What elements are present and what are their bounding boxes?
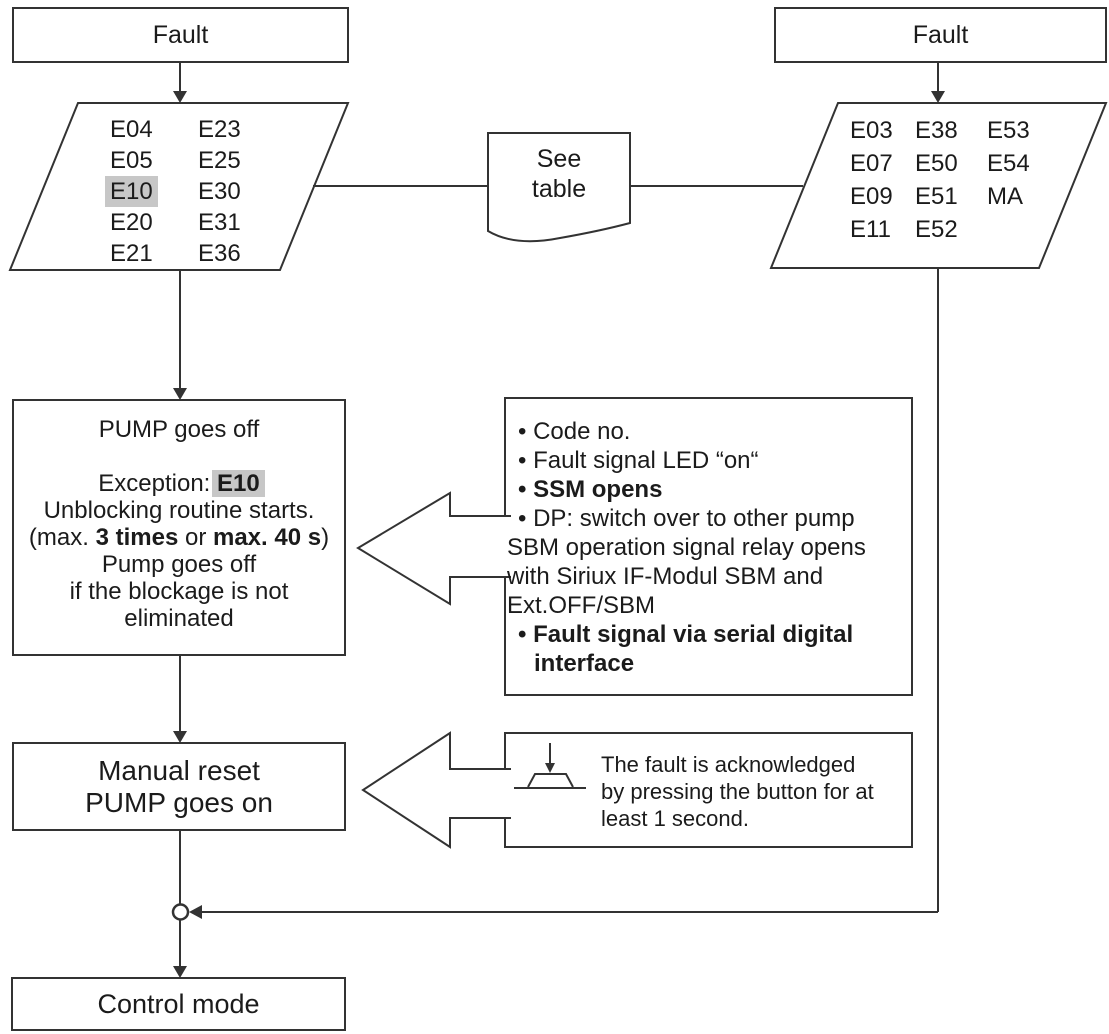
- fault-code: E10: [105, 176, 158, 207]
- effects-item: interface: [534, 650, 635, 677]
- effects-item: with Siriux IF-Modul SBM and: [507, 563, 824, 590]
- arrowhead-down-icon: [173, 966, 187, 978]
- fault-code: E11: [850, 216, 891, 243]
- block-arrow-left-icon: [361, 731, 511, 849]
- effects-item: Ext.OFF/SBM: [507, 592, 656, 619]
- arrowhead-down-icon: [931, 91, 945, 103]
- control-mode-box: [11, 977, 346, 1031]
- button-press-icon: [514, 743, 586, 789]
- acknowledge-box: [504, 732, 913, 848]
- fault-code: E51: [915, 183, 958, 210]
- effects-item: • Fault signal via serial digital: [518, 621, 854, 648]
- manual-reset-box: [12, 742, 346, 831]
- effects-item: • Code no.: [518, 418, 631, 445]
- block-arrow-left-icon: [356, 491, 511, 606]
- arrowhead-down-icon: [173, 91, 187, 103]
- junction-circle: [171, 903, 190, 921]
- see-table-line2: table: [531, 175, 587, 203]
- see-table-label: See table: [488, 144, 630, 204]
- arrowhead-left-icon: [189, 905, 202, 919]
- pump-off-line: PUMP goes off: [98, 416, 260, 443]
- fault-code: E36: [198, 240, 241, 267]
- fault-code: E03: [850, 117, 893, 144]
- fault-code: E04: [110, 116, 153, 143]
- arrowhead-down-icon: [173, 731, 187, 743]
- pump-off-line: Unblocking routine starts.: [43, 497, 315, 524]
- see-table-line1: See: [536, 145, 582, 173]
- fault-code: E25: [198, 147, 241, 174]
- fault-code: E23: [198, 116, 241, 143]
- manual-reset-line1: Manual reset: [98, 754, 260, 786]
- effects-item: • DP: switch over to other pump: [518, 505, 855, 532]
- effects-list: • Code no.• Fault signal LED “on“• SSM o…: [507, 417, 909, 678]
- pump-off-box: [12, 399, 346, 656]
- fault-box-right: [774, 7, 1107, 63]
- pump-off-line: if the blockage is not: [69, 578, 289, 605]
- pump-off-line: Pump goes off: [101, 551, 257, 578]
- acknowledge-line: by pressing the button for at: [601, 779, 874, 804]
- acknowledge-line: The fault is acknowledged: [601, 752, 856, 777]
- fault-code: E52: [915, 216, 958, 243]
- pump-off-line: eliminated: [124, 605, 234, 632]
- fault-code: E54: [987, 150, 1030, 177]
- see-table-document-shape: [487, 132, 631, 243]
- fault-code: MA: [987, 183, 1023, 210]
- manual-reset-text: Manual reset PUMP goes on: [13, 743, 345, 830]
- fault-code: E09: [850, 183, 893, 210]
- fault-code: E30: [198, 178, 241, 205]
- pump-off-line: (max. 3 times or max. 40 s): [28, 524, 330, 551]
- acknowledge-line: least 1 second.: [601, 806, 749, 831]
- fault-box-left: [12, 7, 349, 63]
- fault-code: E50: [915, 150, 958, 177]
- control-mode-title: Control mode: [97, 988, 260, 1019]
- effects-item: SBM operation signal relay opens: [507, 534, 866, 561]
- error-codes-parallelogram-left: [8, 102, 350, 271]
- arrowhead-down-icon: [173, 388, 187, 400]
- pump-off-line: [15, 443, 343, 470]
- effects-box: [504, 397, 913, 696]
- fault-code: E20: [110, 209, 153, 236]
- fault-left-title: Fault: [152, 20, 209, 49]
- acknowledge-text: The fault is acknowledged by pressing th…: [601, 751, 874, 832]
- fault-code: E05: [110, 147, 153, 174]
- fault-code: E21: [110, 240, 153, 267]
- effects-item: • SSM opens: [518, 476, 663, 503]
- manual-reset-line2: PUMP goes on: [85, 786, 273, 818]
- fault-code: E07: [850, 150, 893, 177]
- effects-item: • Fault signal LED “on“: [518, 447, 759, 474]
- fault-right-title: Fault: [912, 20, 969, 49]
- fault-code: E53: [987, 117, 1030, 144]
- fault-code: E38: [915, 117, 958, 144]
- fault-code: E31: [198, 209, 241, 236]
- error-codes-parallelogram-right: [769, 102, 1108, 269]
- pump-off-line: Exception: E10: [15, 470, 343, 497]
